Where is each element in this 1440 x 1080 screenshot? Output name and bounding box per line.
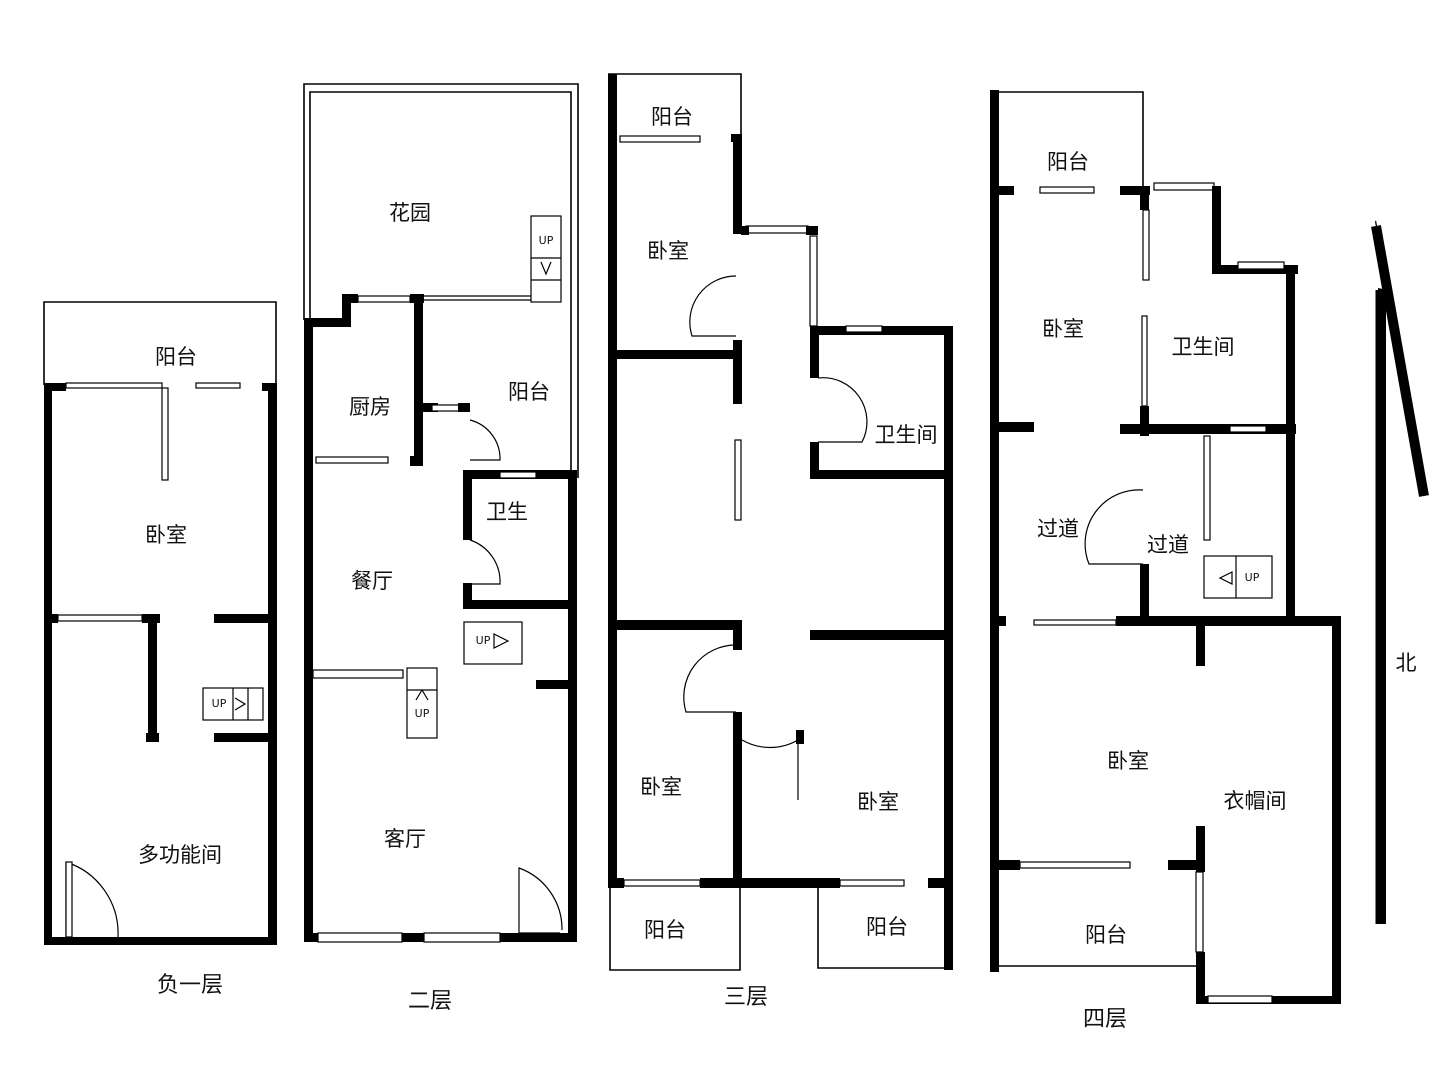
room-label-kitchen: 厨房 (349, 395, 391, 419)
compass-label: 北 (1396, 651, 1417, 675)
floor-caption-f4: 四层 (1083, 1007, 1127, 1032)
floor-second: UP UP UP (303, 83, 579, 1014)
floor-basement: UP 阳台 卧室 多功能间 负一层 (43, 301, 277, 998)
room-label-balcony: 阳台 (508, 380, 550, 404)
room-label-hallway-right: 过道 (1147, 533, 1189, 557)
floor-third: 阳台 卧室 卫生间 卧室 卧室 阳台 阳台 三层 (608, 73, 953, 1010)
room-label-multi-room: 多功能间 (138, 843, 222, 867)
room-label-bathroom: 卫生间 (1172, 335, 1235, 359)
room-label-bedroom-main: 卧室 (1107, 749, 1149, 773)
room-label-balcony-left: 阳台 (644, 918, 686, 942)
floor-caption-f3: 三层 (724, 985, 768, 1010)
room-label-bathroom: 卫生间 (875, 423, 938, 447)
room-label-bedroom-left: 卧室 (640, 775, 682, 799)
room-label-hallway-left: 过道 (1037, 517, 1079, 541)
room-label-balcony-top: 阳台 (1047, 150, 1089, 174)
stair-up-label-f2b: UP (415, 707, 430, 720)
room-label-garden: 花园 (389, 201, 431, 225)
floor-caption-f2: 二层 (408, 989, 452, 1014)
room-label-balcony: 阳台 (155, 345, 197, 369)
stair-up-label-b1: UP (212, 697, 227, 710)
room-label-bedroom-top: 卧室 (1042, 317, 1084, 341)
stair-up-label-f4: UP (1245, 571, 1260, 584)
room-label-bedroom-top: 卧室 (647, 239, 689, 263)
room-label-bedroom: 卧室 (145, 523, 187, 547)
room-label-cloakroom: 衣帽间 (1224, 789, 1287, 813)
north-arrow-icon: 北 (1371, 220, 1429, 924)
room-label-balcony-right: 阳台 (866, 915, 908, 939)
stair-up-label-f2: UP (476, 634, 491, 647)
floor-fourth: UP 阳台 卧室 卫生间 过道 过道 卧室 衣帽间 阳台 四层 (990, 90, 1341, 1032)
room-label-bedroom-right: 卧室 (857, 790, 899, 814)
floor-caption-b1: 负一层 (157, 973, 223, 998)
room-label-bath: 卫生 (486, 500, 528, 524)
stair-up-label-garden: UP (539, 234, 554, 247)
room-label-balcony-bottom: 阳台 (1085, 923, 1127, 947)
room-label-balcony-top: 阳台 (651, 105, 693, 129)
room-label-dining: 餐厅 (351, 569, 393, 593)
room-label-living: 客厅 (384, 827, 426, 851)
